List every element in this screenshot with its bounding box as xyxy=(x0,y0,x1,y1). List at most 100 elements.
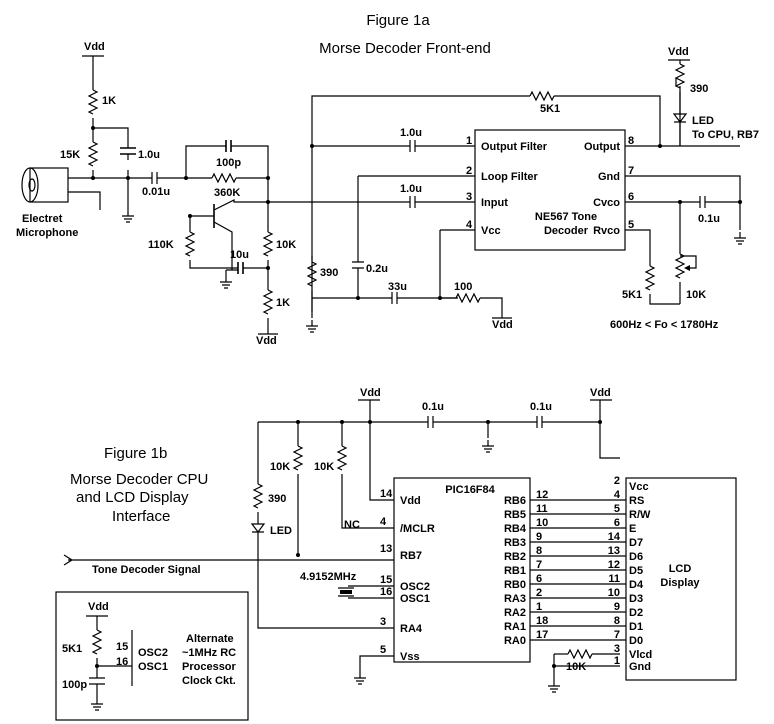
pic-pin-label: RB7 xyxy=(400,550,422,562)
ic-name-1: NE567 Tone xyxy=(535,211,597,223)
alternate-clock-box xyxy=(55,591,249,721)
pic-pin-num: 3 xyxy=(380,616,386,628)
resistor-360k xyxy=(211,173,237,183)
cap-1u-a xyxy=(120,147,136,155)
resistor-15k xyxy=(88,141,98,167)
alt-note-2: ~1MHz RC xyxy=(182,647,236,659)
pic-pin-label: Vdd xyxy=(400,495,421,507)
ground-symbol xyxy=(305,319,319,333)
resistor-1k-top xyxy=(88,89,98,115)
r-390-label: 390 xyxy=(320,267,338,279)
ic-pin-label: Output Filter xyxy=(481,141,548,153)
c-001u-label: 0.01u xyxy=(142,186,170,198)
figure-1a-title: Figure 1a xyxy=(366,12,430,29)
c-33u-label: 33u xyxy=(388,281,407,293)
resistor-10k-lcd xyxy=(567,649,593,659)
mic-label-2: Microphone xyxy=(16,227,78,239)
resistor-10k-b xyxy=(337,445,347,471)
ic-pin-label: Input xyxy=(481,197,508,209)
led-symbol-1b xyxy=(250,512,394,629)
pic-pin-num: 14 xyxy=(380,488,393,500)
figure-1b-title: Figure 1b xyxy=(104,445,167,462)
alt-osc2: OSC2 xyxy=(138,647,168,659)
pic-pin-num: 15 xyxy=(380,574,392,586)
ic-pin-label: Cvco xyxy=(593,197,620,209)
ic-pin-num: 7 xyxy=(628,165,634,177)
lcd-pin-label: Vcc xyxy=(629,481,649,493)
ground-symbol xyxy=(121,209,135,223)
c-100p-label: 100p xyxy=(216,157,241,169)
pic-pin-label: RA2 xyxy=(504,607,526,619)
vdd-label-lcd: Vdd xyxy=(590,387,611,399)
ic-pin-num: 3 xyxy=(466,191,472,203)
c-01u-a-label: 0.1u xyxy=(422,401,444,413)
pic-pin-label: OSC1 xyxy=(400,593,430,605)
nc-label: NC xyxy=(344,519,360,531)
lcd-pin-num: 2 xyxy=(614,475,620,487)
potentiometer-10k xyxy=(675,253,685,279)
ic-pin-num: 4 xyxy=(466,219,473,231)
pic-pin-label: RA4 xyxy=(400,623,423,635)
vdd-label-1a: Vdd xyxy=(84,41,105,53)
resistor-100 xyxy=(455,293,481,303)
pic-pin-label: RB1 xyxy=(504,565,526,577)
lcd-pin-label: D2 xyxy=(629,607,643,619)
lcd-pin-num: 6 xyxy=(614,517,620,529)
cap-10u xyxy=(237,262,244,274)
microphone-symbol xyxy=(21,167,128,210)
r-100-label: 100 xyxy=(454,281,472,293)
c-1u-in-label: 1.0u xyxy=(400,183,422,195)
freq-range-label: 600Hz < Fo < 1780Hz xyxy=(610,319,719,331)
crystal-label: 4.9152MHz xyxy=(300,571,357,583)
figure-1b-subtitle-3: Interface xyxy=(112,508,170,525)
ic-pin-label: Output xyxy=(584,141,620,153)
r-360k-label: 360K xyxy=(214,187,240,199)
ic-pin-label: Rvco xyxy=(593,225,620,237)
pic-pin-label: /MCLR xyxy=(400,523,435,535)
lcd-pin-num: 1 xyxy=(614,655,620,667)
resistor-5k1-top xyxy=(529,91,555,101)
pic-pin-label: RA0 xyxy=(504,635,526,647)
figure-1a-subtitle: Morse Decoder Front-end xyxy=(319,40,491,57)
lcd-pin-num: 4 xyxy=(614,489,621,501)
c-01u-label: 0.1u xyxy=(698,213,720,225)
figure-1b: Figure 1b Morse Decoder CPU and LCD Disp… xyxy=(55,387,737,721)
pic-pin-num: 10 xyxy=(536,517,548,529)
r-390-1b-label: 390 xyxy=(268,493,286,505)
to-cpu-label: To CPU, RB7 xyxy=(692,129,759,141)
signal-arrow xyxy=(63,554,394,566)
c-10u-label: 10u xyxy=(230,249,249,261)
ground-symbol xyxy=(219,275,233,289)
ic-pin-label: Gnd xyxy=(598,171,620,183)
lcd-pin-num: 12 xyxy=(608,559,620,571)
lcd-pin-num: 11 xyxy=(608,573,620,585)
lcd-pin-num: 10 xyxy=(608,587,620,599)
ic-pin-num: 2 xyxy=(466,165,472,177)
pic-pin-num: 6 xyxy=(536,573,542,585)
alt-vdd: Vdd xyxy=(88,601,109,613)
lcd-display-body xyxy=(625,477,737,681)
lcd-pin-label: Gnd xyxy=(629,661,651,673)
c-01u-b-label: 0.1u xyxy=(530,401,552,413)
r-10k-label: 10K xyxy=(276,239,296,251)
tone-signal-label: Tone Decoder Signal xyxy=(92,564,201,576)
vdd-label-led: Vdd xyxy=(668,46,689,58)
pic-pin-num: 2 xyxy=(536,587,542,599)
resistor-390 xyxy=(307,261,317,287)
lcd-pin-label: D5 xyxy=(629,565,643,577)
pic-pin-num: 8 xyxy=(536,545,542,557)
resistor-5k1-alt xyxy=(92,629,102,655)
ic-name-2: Decoder xyxy=(544,225,589,237)
pic-pin-label: Vss xyxy=(400,651,420,663)
lcd-pin-num: 7 xyxy=(614,629,620,641)
resistor-10k-a xyxy=(293,445,303,471)
r-5k1-top-label: 5K1 xyxy=(540,103,560,115)
lcd-title-1: LCD xyxy=(669,563,692,575)
pic-pin-label: OSC2 xyxy=(400,581,430,593)
lcd-pin-num: 9 xyxy=(614,601,620,613)
led-label-1a: LED xyxy=(692,115,714,127)
figure-1b-subtitle-2: and LCD Display xyxy=(76,489,189,506)
c-02u-label: 0.2u xyxy=(366,263,388,275)
ic-pin-num: 6 xyxy=(628,191,634,203)
